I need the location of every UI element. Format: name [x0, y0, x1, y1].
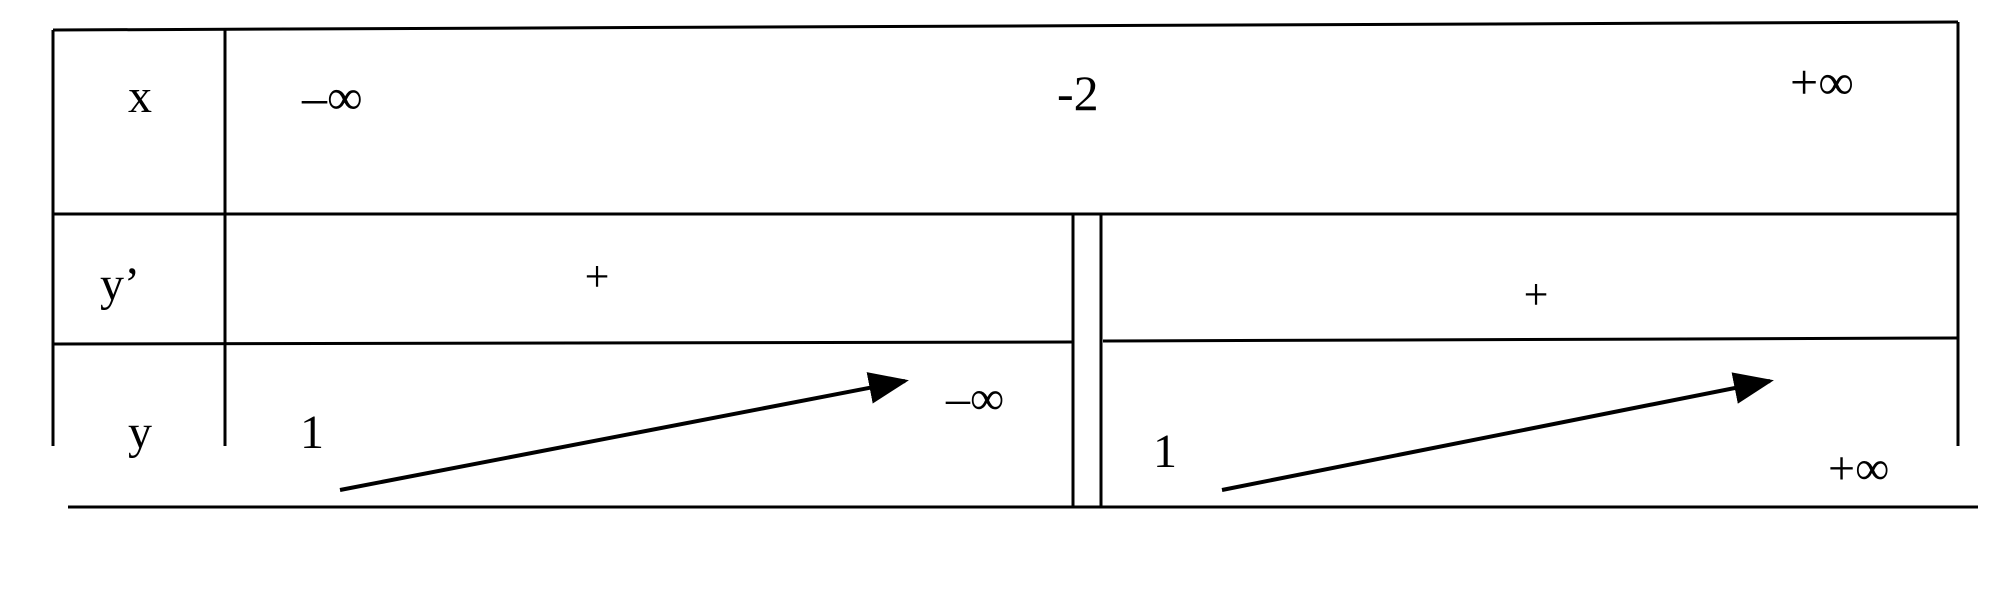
row-separator-yprime-right: [1102, 336, 1959, 343]
y-left-end-value: –∞: [945, 372, 1004, 425]
y-right-start-value: 1: [1153, 425, 1177, 478]
frame-gap-mask: [1950, 446, 1970, 501]
double-bar-critical-point: [1071, 214, 1103, 507]
label-divider-gap-mask: [218, 446, 232, 501]
increasing-arrow-left: [339, 372, 909, 492]
y-left-start-value: 1: [300, 406, 324, 459]
table-top-border: [52, 20, 1959, 32]
x-value-critical: -2: [1057, 65, 1099, 121]
row-separator-yprime-left: [52, 340, 1074, 346]
row-label-x: x: [128, 70, 152, 123]
row-label-y-prime: y’: [100, 258, 140, 311]
x-value-positive-infinity: +∞: [1790, 54, 1854, 110]
x-value-negative-infinity: –∞: [301, 69, 363, 125]
left-frame-gap-mask: [45, 446, 65, 501]
row-label-y: y: [128, 406, 152, 459]
increasing-arrow-right: [1221, 372, 1774, 492]
derivative-sign-right: +: [1524, 270, 1549, 319]
derivative-sign-left: +: [585, 252, 610, 301]
y-right-end-value: +∞: [1828, 442, 1889, 495]
